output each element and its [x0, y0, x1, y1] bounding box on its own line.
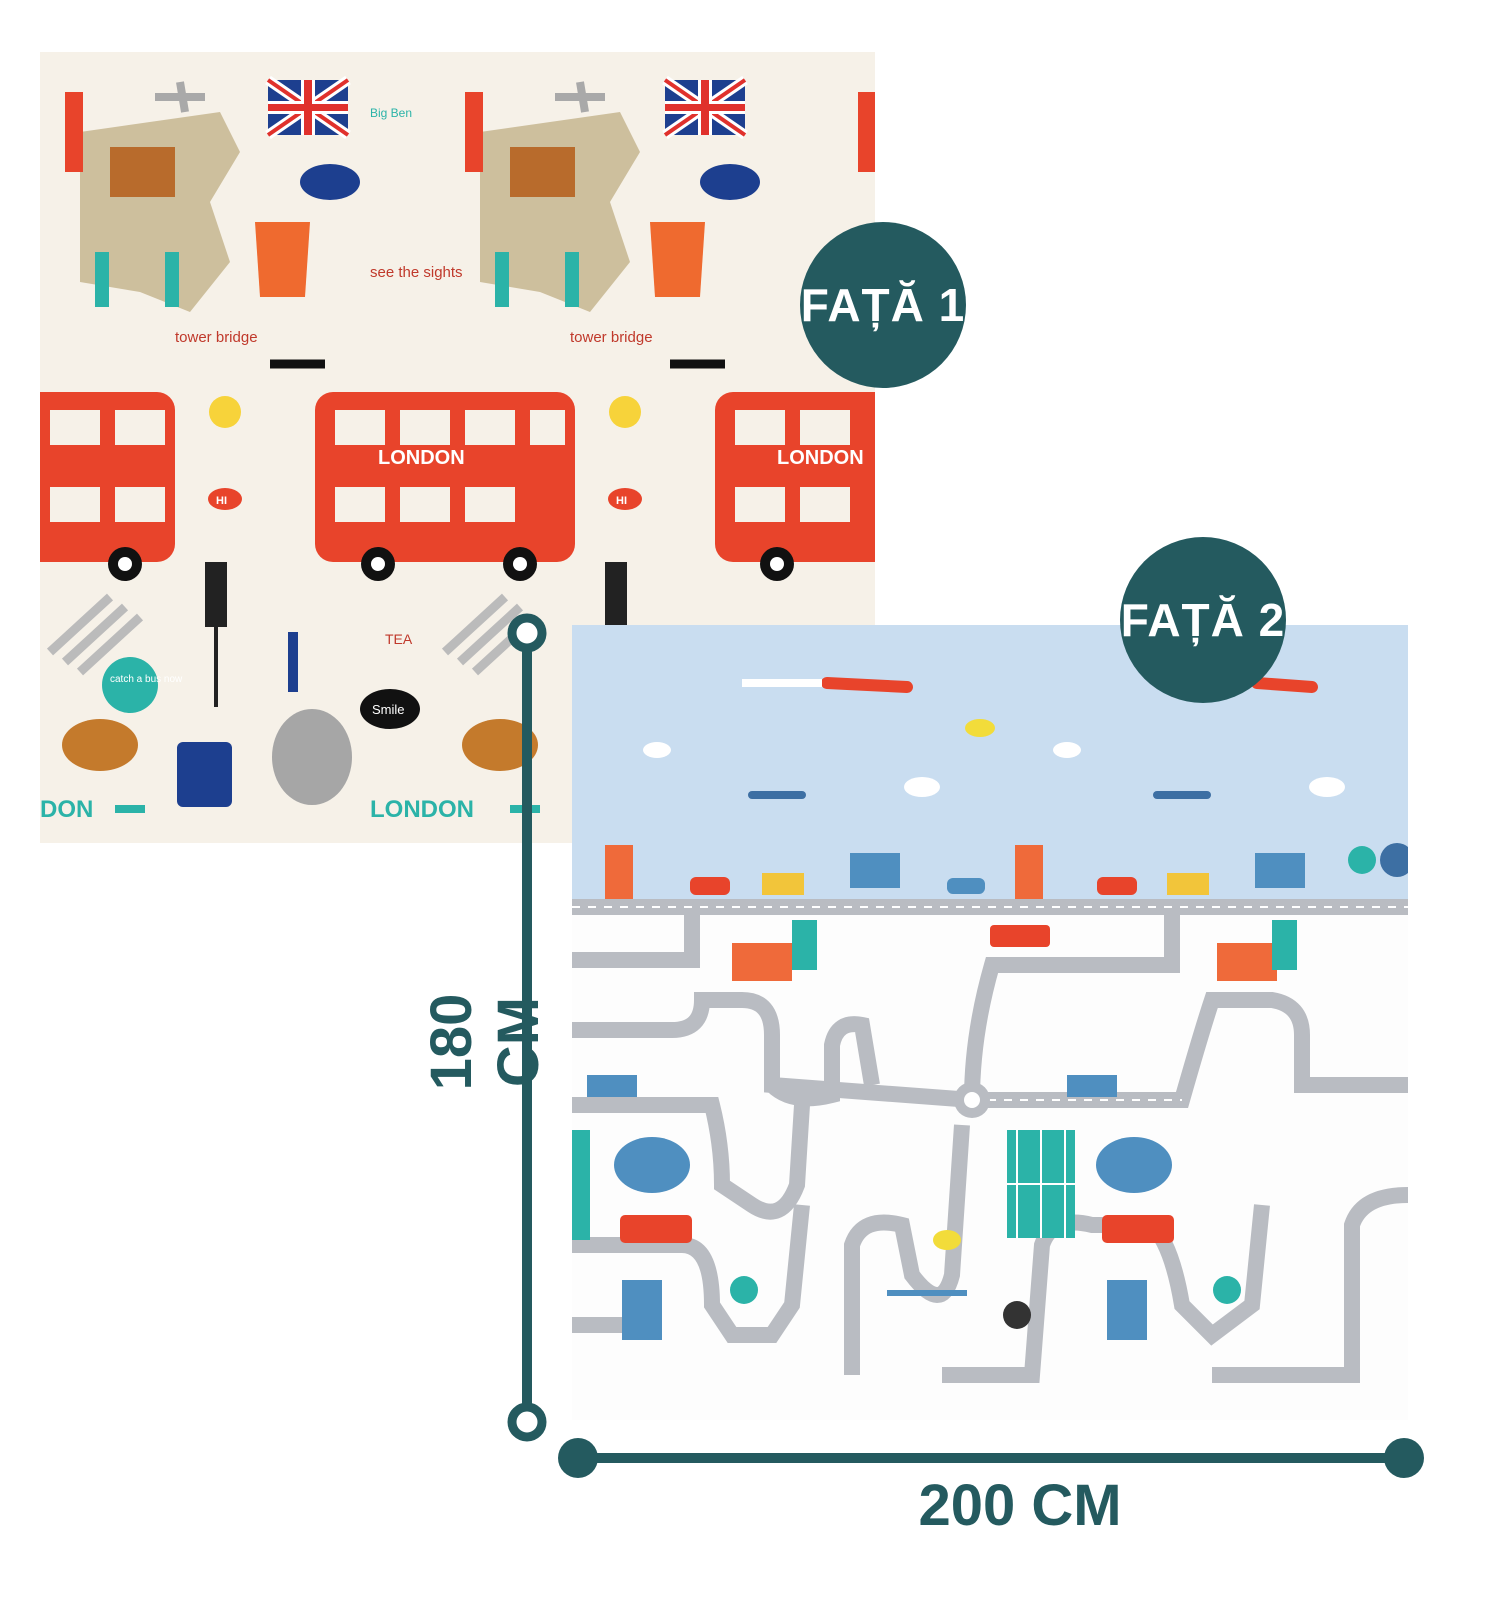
- side-1-badge: FAȚĂ 1: [800, 222, 966, 388]
- london-pattern: see the sights tower bridge tower bridge…: [40, 75, 875, 823]
- width-label: 200 CM: [918, 1473, 1122, 1538]
- london-bottom-text: LONDON: [370, 796, 474, 823]
- tower-bridge-text: tower bridge: [175, 329, 258, 346]
- hi-text: HI: [216, 495, 227, 507]
- union-flag: [265, 75, 351, 140]
- width-dimension-line: [558, 1438, 1424, 1478]
- height-dimension-line: [507, 613, 547, 1442]
- hi-text: HI: [616, 495, 627, 507]
- height-label: 180 CM: [419, 993, 551, 1091]
- london-bottom-text: DON: [40, 796, 93, 823]
- catch-bus-text: catch a bus now: [110, 674, 183, 685]
- smile-text: Smile: [372, 702, 405, 717]
- tea-text: TEA: [385, 631, 413, 647]
- bus-illustration: LONDON LONDON: [40, 392, 875, 581]
- tower-bridge-text: tower bridge: [570, 329, 653, 346]
- see-sights-text: see the sights: [370, 264, 463, 281]
- bus-label: LONDON: [378, 447, 465, 469]
- mat-side-1-image: see the sights tower bridge tower bridge…: [40, 52, 875, 843]
- bus-label: LONDON: [777, 447, 864, 469]
- side-2-badge: FAȚĂ 2: [1120, 537, 1286, 703]
- mat-side-2-image: [572, 625, 1408, 1420]
- big-ben-text: Big Ben: [370, 106, 412, 120]
- city-roads-pattern: [572, 625, 1408, 1383]
